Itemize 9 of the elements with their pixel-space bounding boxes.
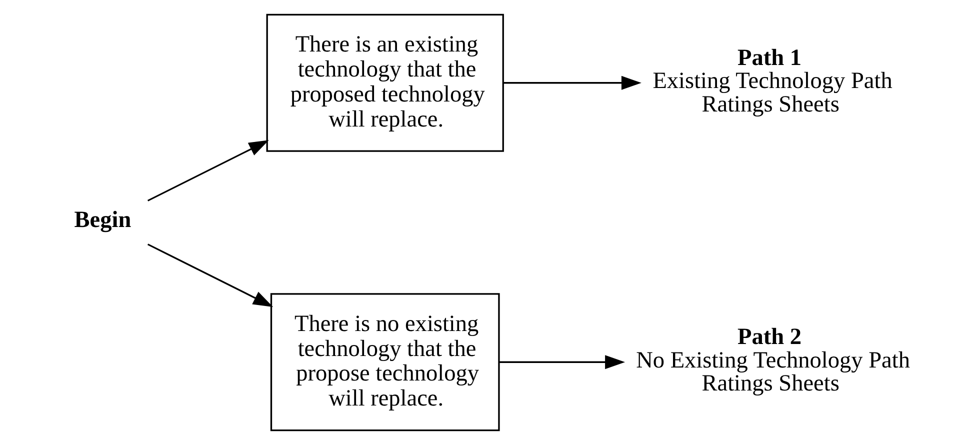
node-box: There is no existing technology that the propose technology will replace. [270, 293, 500, 432]
node-box: There is an existing technology that the proposed technology will replace. [266, 14, 504, 152]
arrow [146, 140, 268, 202]
node-text: Path 1 Existing Technology Path Ratings Sheets [652, 44, 892, 118]
arrow [146, 244, 273, 307]
node-text: Path 2 No Existing Technology Path Ratings Sheets [636, 324, 910, 397]
node-text: Begin [74, 206, 131, 233]
arrow [498, 355, 625, 370]
arrow [503, 76, 641, 90]
